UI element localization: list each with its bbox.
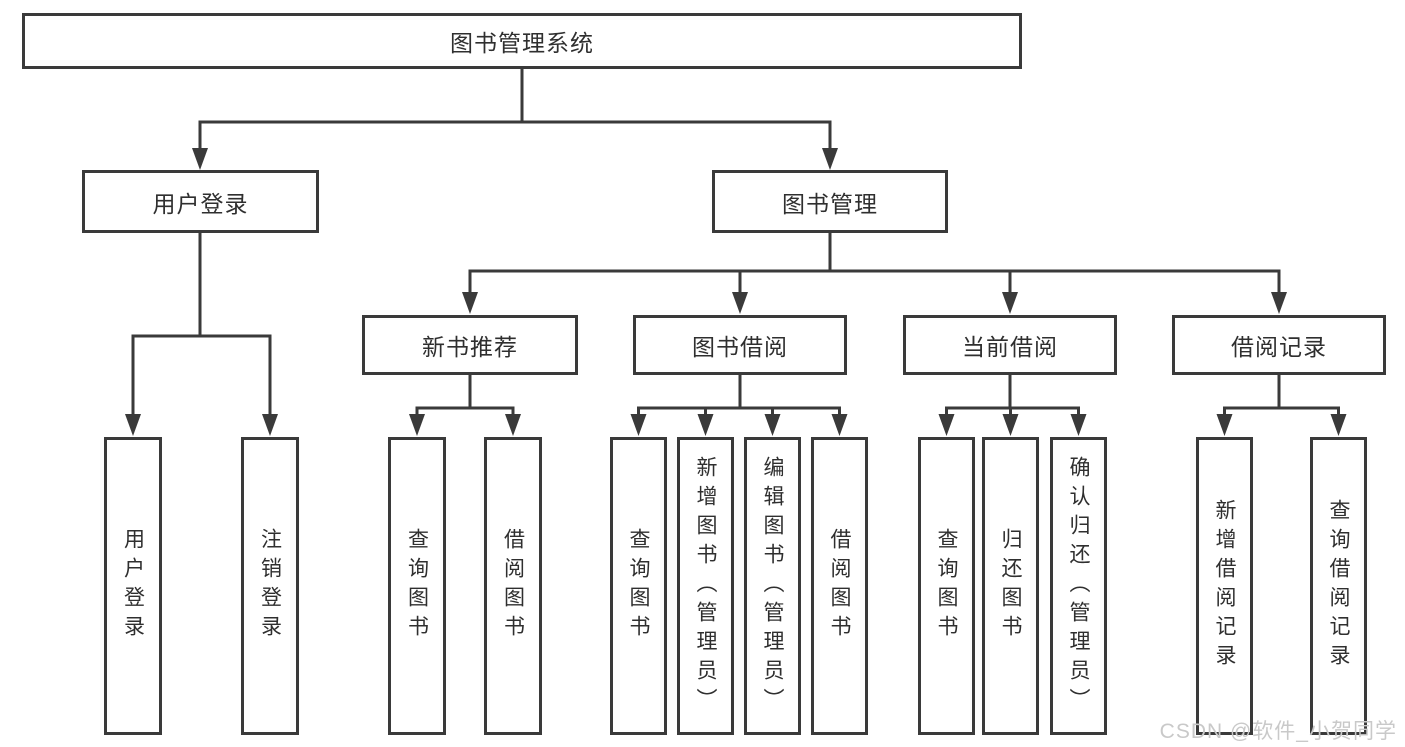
node-leaf-newbook-borrow: 借阅图书 bbox=[484, 437, 542, 735]
node-leaf-logout: 注销登录 bbox=[241, 437, 299, 735]
node-leaf-confirm-return-admin: 确认归还（管理员） bbox=[1050, 437, 1107, 735]
csdn-watermark: CSDN @软件_小贺同学 bbox=[1159, 720, 1397, 743]
node-leaf-current-query: 查询图书 bbox=[918, 437, 975, 735]
leaf-label: 借阅图书 bbox=[828, 528, 851, 644]
node-book-borrow: 图书借阅 bbox=[633, 315, 847, 375]
node-borrow-records: 借阅记录 bbox=[1172, 315, 1386, 375]
leaf-label: 查询图书 bbox=[627, 528, 650, 644]
node-user-login-module: 用户登录 bbox=[82, 170, 319, 233]
node-book-management-module: 图书管理 bbox=[712, 170, 948, 233]
leaf-label: 查询图书 bbox=[935, 528, 958, 644]
node-current-borrow: 当前借阅 bbox=[903, 315, 1117, 375]
node-leaf-borrow-query: 查询图书 bbox=[610, 437, 667, 735]
node-root-library-system: 图书管理系统 bbox=[22, 13, 1022, 69]
leaf-label: 用户登录 bbox=[121, 528, 145, 644]
node-leaf-borrow-edit-admin: 编辑图书（管理员） bbox=[744, 437, 801, 735]
node-new-book-recommend: 新书推荐 bbox=[362, 315, 578, 375]
leaf-label: 查询借阅记录 bbox=[1327, 499, 1350, 673]
node-leaf-record-add: 新增借阅记录 bbox=[1196, 437, 1253, 735]
leaf-label: 编辑图书（管理员） bbox=[761, 455, 784, 717]
leaf-label: 归还图书 bbox=[999, 528, 1022, 644]
leaf-label: 新增借阅记录 bbox=[1213, 499, 1236, 673]
node-leaf-record-query: 查询借阅记录 bbox=[1310, 437, 1367, 735]
leaf-label: 借阅图书 bbox=[501, 528, 525, 644]
node-leaf-user-login: 用户登录 bbox=[104, 437, 162, 735]
node-leaf-return-book: 归还图书 bbox=[982, 437, 1039, 735]
node-leaf-borrow-book: 借阅图书 bbox=[811, 437, 868, 735]
leaf-label: 确认归还（管理员） bbox=[1067, 455, 1090, 717]
node-leaf-borrow-add-admin: 新增图书（管理员） bbox=[677, 437, 734, 735]
leaf-label: 新增图书（管理员） bbox=[694, 455, 717, 717]
node-leaf-newbook-query: 查询图书 bbox=[388, 437, 446, 735]
leaf-label: 注销登录 bbox=[258, 528, 282, 644]
leaf-label: 查询图书 bbox=[405, 528, 429, 644]
